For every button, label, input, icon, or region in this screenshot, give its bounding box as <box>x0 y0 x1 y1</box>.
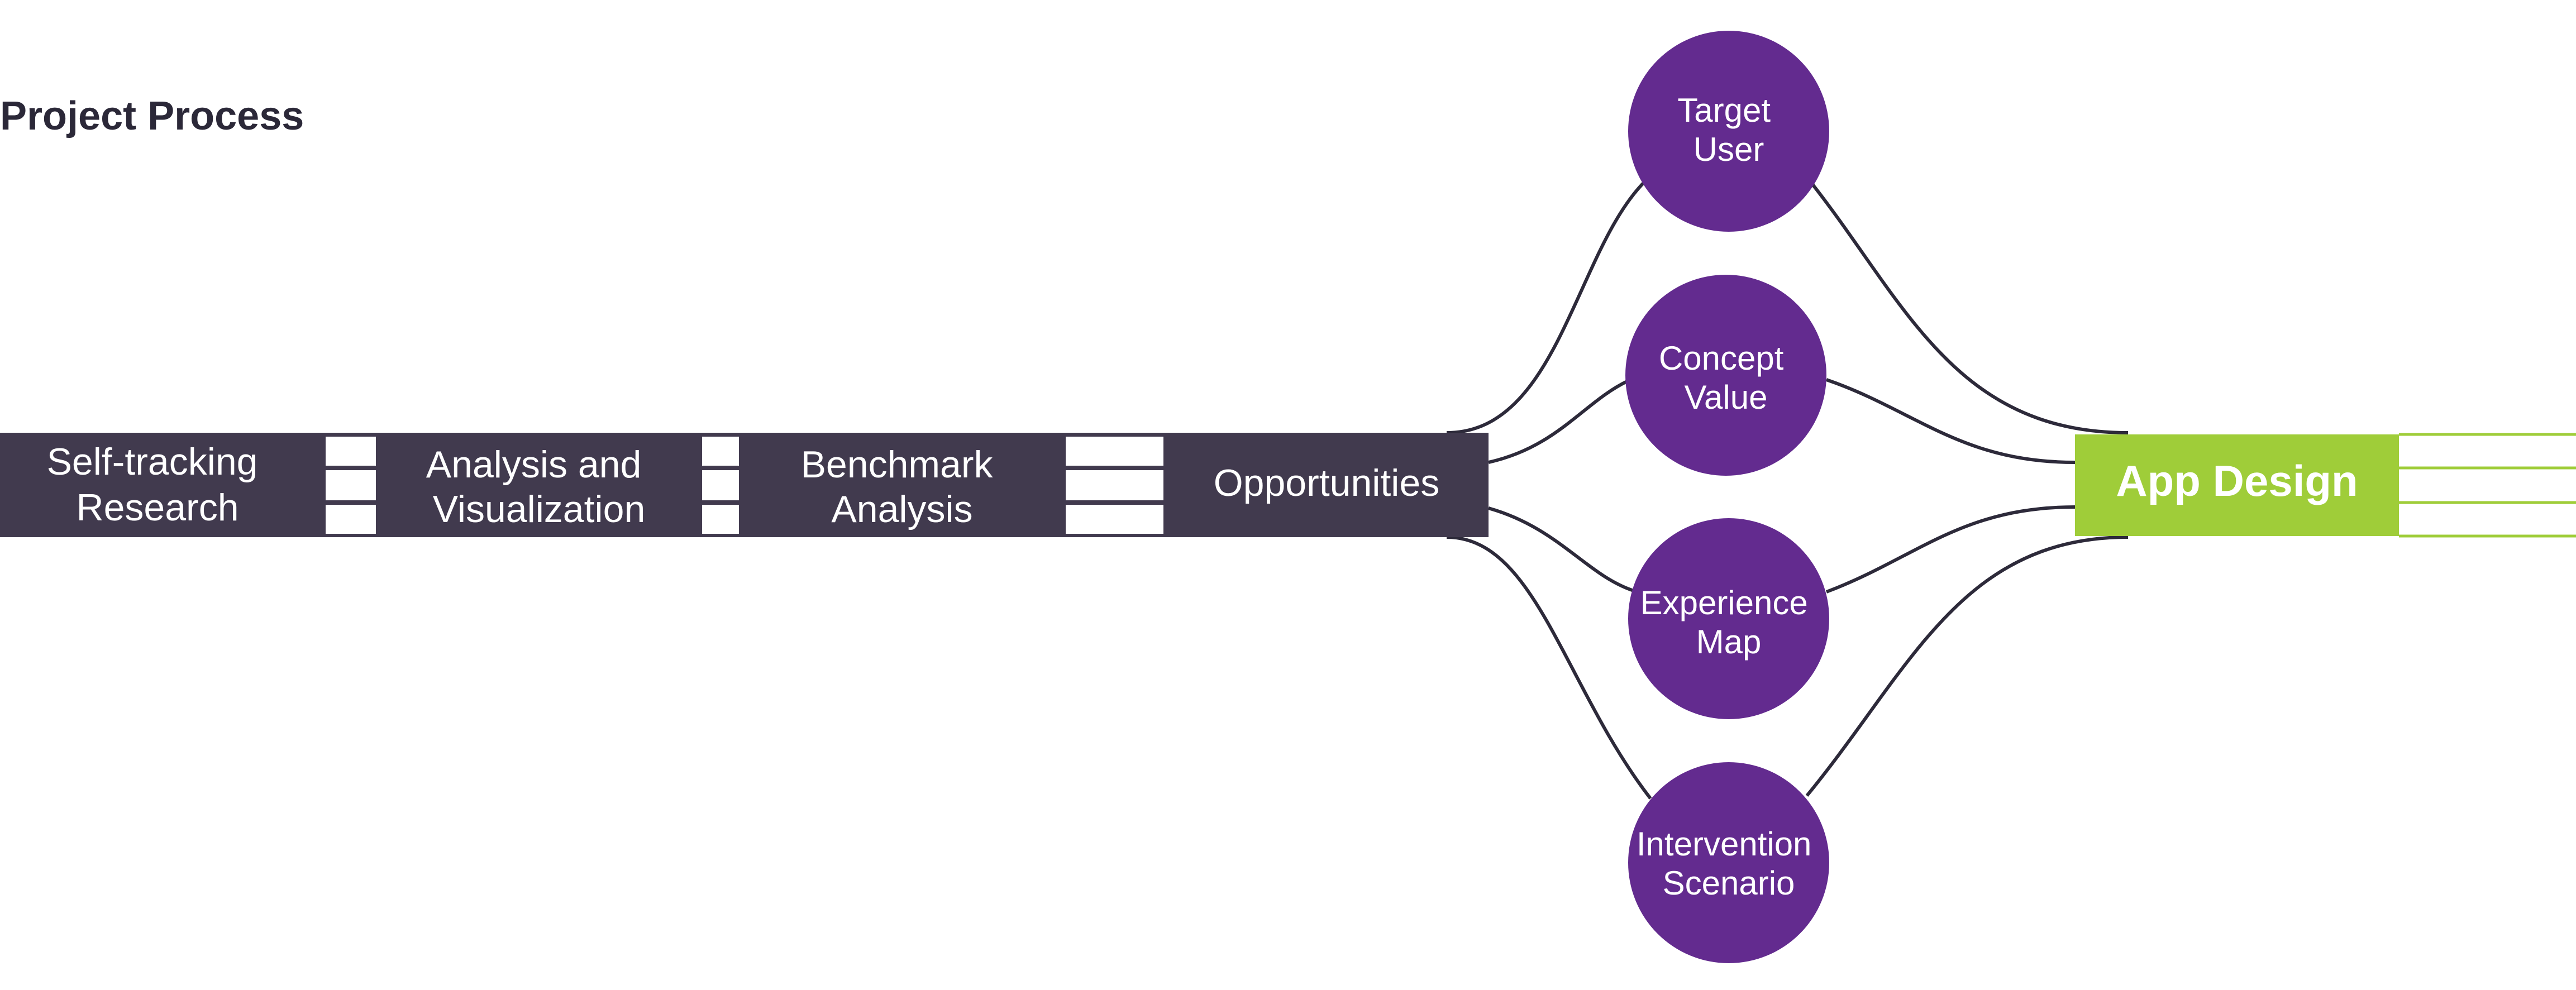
separator-3-mid <box>1066 470 1163 500</box>
node-concept-value <box>1625 275 1826 476</box>
diagram-title: Project Process <box>0 94 304 138</box>
node-concept-value-label: Concept Value <box>1659 339 1793 416</box>
curve-target-user-to-app-design <box>1811 183 2129 434</box>
separator-2-bottom <box>702 505 739 534</box>
step-self-tracking-research: Self-tracking Research <box>47 441 269 529</box>
node-label-line: Intervention <box>1637 825 1812 863</box>
node-experience-map-label: Experience Map <box>1640 584 1817 661</box>
separator-1-mid <box>326 470 376 500</box>
app-design-box <box>2075 434 2399 536</box>
step-analysis-and-visualization: Analysis and Visualization <box>426 443 652 530</box>
node-label-line: User <box>1694 131 1764 168</box>
separator-3-top <box>1066 437 1163 466</box>
step-opportunities: Opportunities <box>1214 462 1439 504</box>
step-separators <box>326 437 1163 534</box>
step-label-line: Visualization <box>433 488 646 530</box>
app-design-label: App Design <box>2116 456 2358 505</box>
curve-opportunities-to-concept-value <box>1488 379 1629 464</box>
node-label-line: Value <box>1684 379 1767 416</box>
curve-intervention-scenario-to-app-design <box>1805 535 2129 797</box>
separator-1-bottom <box>326 505 376 534</box>
node-intervention-scenario <box>1628 762 1829 963</box>
step-label-line: Benchmark <box>801 443 994 486</box>
node-intervention-scenario-label: Intervention Scenario <box>1637 825 1821 902</box>
separator-3-bottom <box>1066 505 1163 534</box>
node-label-line: Experience <box>1640 584 1808 621</box>
separator-1-top <box>326 437 376 466</box>
node-label-line: Scenario <box>1663 864 1795 902</box>
curve-opportunities-to-experience-map <box>1488 506 1634 592</box>
step-label-line: Research <box>76 486 238 529</box>
separator-2-mid <box>702 470 739 500</box>
node-target-user-label: Target User <box>1677 92 1780 168</box>
process-nodes: Target User Concept Value Experience Map… <box>1625 31 1829 963</box>
node-label-line: Target <box>1677 92 1771 129</box>
node-target-user <box>1628 31 1829 232</box>
step-label-line: Self-tracking <box>47 441 258 483</box>
output-lines <box>2399 433 2576 538</box>
step-label-line: Analysis <box>831 488 972 530</box>
curve-concept-value-to-app-design <box>1826 378 2076 464</box>
connector-curves <box>1446 180 2129 800</box>
curve-opportunities-to-target-user <box>1446 180 1647 434</box>
separator-2-top <box>702 437 739 466</box>
curve-experience-map-to-app-design <box>1825 505 2076 594</box>
node-experience-map <box>1628 518 1829 719</box>
node-label-line: Map <box>1696 623 1762 661</box>
step-benchmark-analysis: Benchmark Analysis <box>801 443 1004 530</box>
node-label-line: Concept <box>1659 339 1784 377</box>
step-labels: Self-tracking Research Analysis and Visu… <box>47 441 1440 530</box>
step-label-line: Analysis and <box>426 443 642 486</box>
curve-opportunities-to-intervention-scenario <box>1446 535 1652 800</box>
process-bar <box>0 433 1489 537</box>
